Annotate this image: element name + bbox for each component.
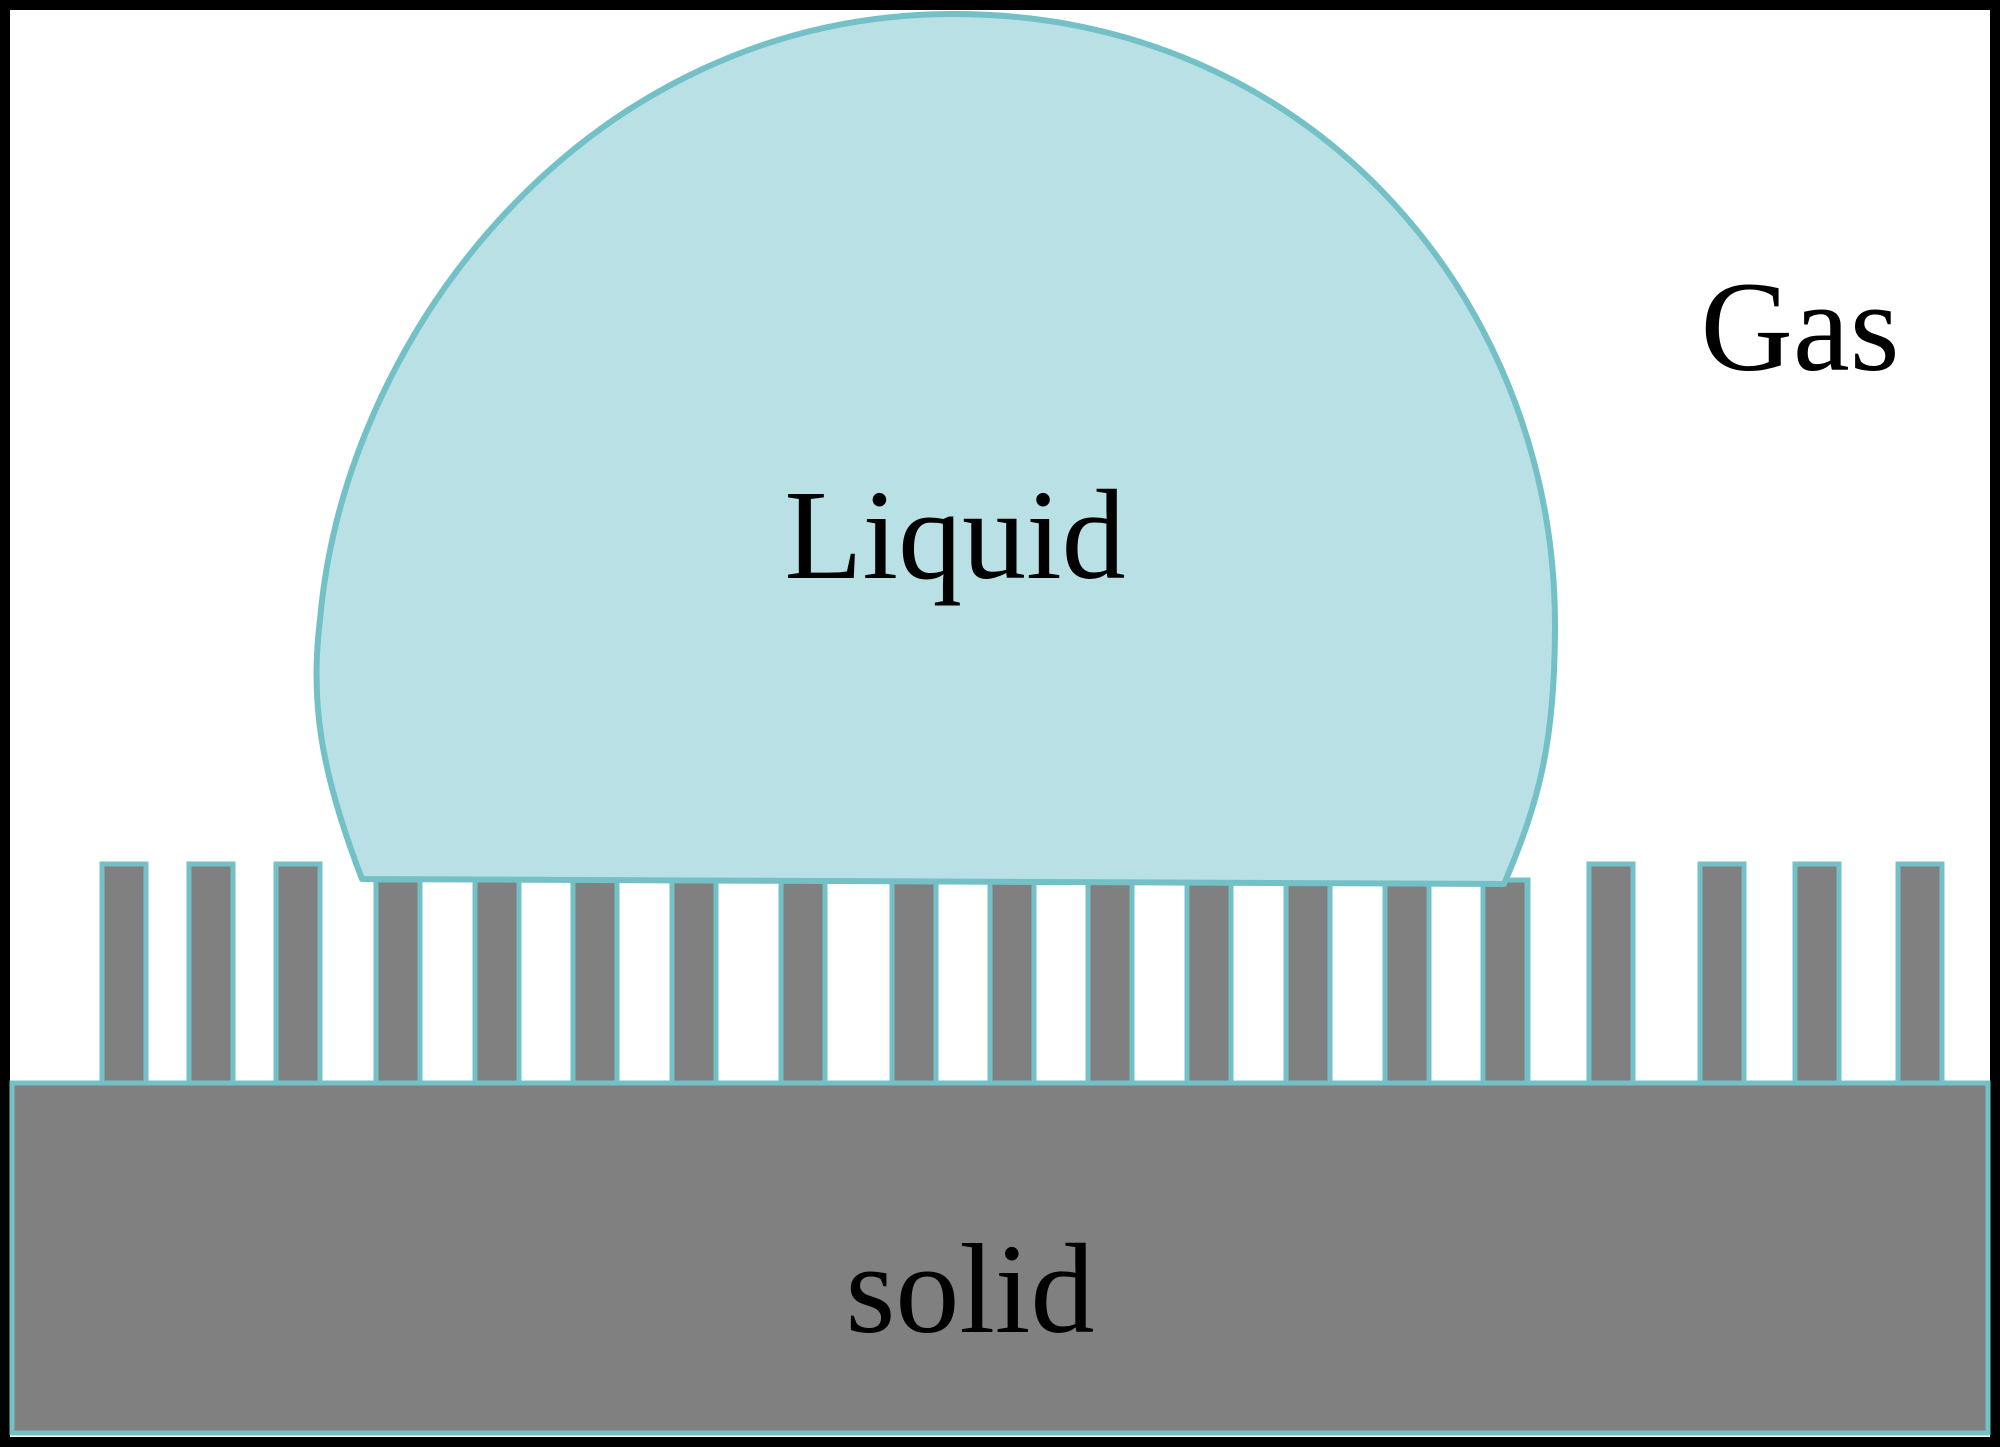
liquid-label: Liquid xyxy=(784,464,1125,606)
pillar xyxy=(778,877,828,1086)
pillar xyxy=(1792,861,1842,1086)
pillar xyxy=(1184,877,1234,1086)
pillar xyxy=(570,877,620,1086)
pillar xyxy=(987,877,1037,1086)
pillar xyxy=(472,877,522,1086)
solid-label: solid xyxy=(846,1218,1095,1360)
pillar xyxy=(99,861,149,1086)
solid-substrate xyxy=(9,1080,1991,1436)
pillar xyxy=(1895,861,1945,1086)
pillar xyxy=(889,877,939,1086)
pillar xyxy=(1697,861,1747,1086)
pillar xyxy=(1586,861,1636,1086)
liquid-droplet xyxy=(313,10,1558,887)
pillar xyxy=(669,877,719,1086)
pillar xyxy=(1283,877,1333,1086)
pillar xyxy=(1085,877,1135,1086)
pillar xyxy=(186,861,236,1086)
pillar xyxy=(373,877,423,1086)
pillar xyxy=(273,861,323,1086)
gas-label: Gas xyxy=(1700,256,1899,398)
pillar xyxy=(1382,877,1432,1086)
pillar xyxy=(1480,877,1530,1086)
pillar-array xyxy=(99,861,1945,1086)
